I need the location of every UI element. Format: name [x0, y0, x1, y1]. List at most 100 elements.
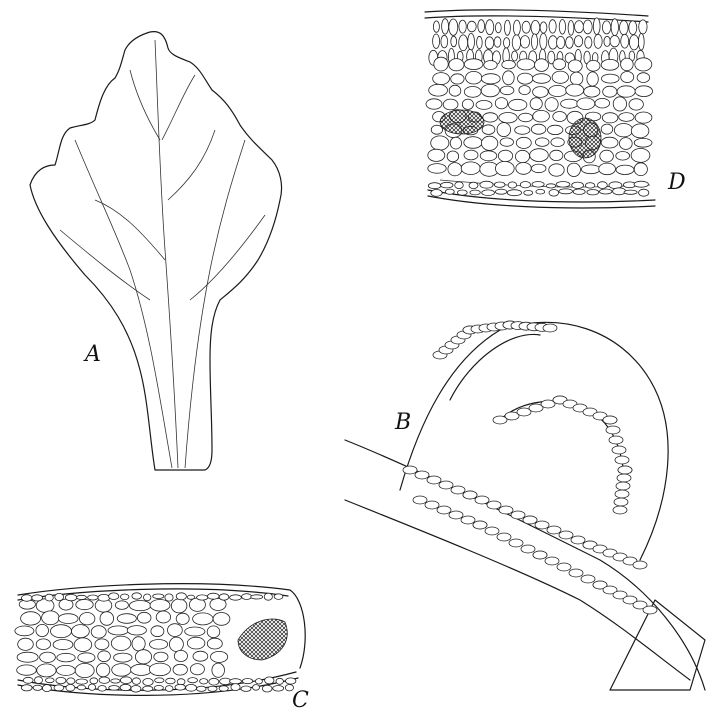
cell-row-2	[643, 606, 657, 614]
cell-row-2	[521, 545, 535, 553]
epidermis-cell	[67, 678, 75, 684]
palisade-cell	[540, 22, 547, 33]
palisade-cell	[629, 21, 637, 35]
epidermis-cell	[482, 190, 495, 196]
palisade-cell	[513, 20, 520, 35]
mesophyll-cell	[72, 625, 90, 638]
cell-row-2	[497, 533, 511, 541]
mesophyll-cell	[150, 600, 170, 612]
epidermis-cell	[556, 182, 570, 188]
mesophyll-cell	[587, 60, 600, 71]
mesophyll-cell	[602, 74, 620, 83]
epidermis-cell	[470, 190, 480, 195]
epidermis-cell	[165, 686, 173, 692]
mesophyll-cell	[602, 113, 618, 123]
epidermis-cell	[230, 595, 242, 600]
mesophyll-cell	[570, 72, 583, 85]
mesophyll-cell	[461, 162, 480, 175]
epidermis-cell	[209, 678, 219, 685]
cell-row-3	[633, 561, 647, 569]
mesophyll-cell	[599, 163, 616, 175]
mesophyll-cell	[535, 138, 549, 147]
mesophyll-cell	[551, 138, 564, 147]
epidermis-cell	[253, 685, 260, 691]
mesophyll-cell	[629, 99, 643, 110]
epidermis-cell	[188, 678, 198, 683]
epidermis-cell	[153, 594, 164, 599]
mesophyll-cell	[156, 611, 170, 623]
mesophyll-cell	[515, 126, 530, 134]
mesophyll-cell	[481, 74, 500, 84]
palisade-cell	[583, 20, 592, 34]
palisade-cell	[629, 35, 638, 50]
palisade-cell	[504, 20, 510, 35]
mesophyll-cell	[15, 626, 34, 636]
epidermis-cell	[66, 684, 75, 691]
mesophyll-cell	[480, 151, 497, 161]
palisade-cell	[477, 36, 483, 48]
epidermis-cell	[65, 594, 77, 600]
cell-row-3	[571, 536, 585, 544]
mesophyll-cell	[149, 663, 170, 676]
palisade-cell	[549, 20, 556, 33]
mesophyll-cell	[515, 150, 529, 162]
epidermis-cell	[143, 686, 153, 691]
cell-row-3	[463, 491, 477, 499]
mesophyll-cell	[621, 72, 634, 83]
cell-row-3	[559, 531, 573, 539]
epidermis-cell	[524, 190, 533, 195]
mesophyll-cell	[535, 59, 549, 72]
mesophyll-cell	[634, 138, 652, 147]
mesophyll-cell	[108, 626, 129, 635]
mesophyll-cell	[168, 624, 183, 637]
epidermis-cell	[21, 685, 32, 691]
epidermis-cell	[78, 685, 86, 690]
palisade-cell	[522, 21, 530, 33]
cell-row-1	[615, 490, 629, 498]
epidermis-cell	[144, 594, 151, 601]
epidermis-cell	[23, 677, 33, 683]
mesophyll-cell	[117, 614, 136, 624]
epidermis-cell	[132, 593, 142, 599]
mesophyll-cell	[495, 161, 514, 175]
mesophyll-cell	[42, 611, 60, 625]
mesophyll-cell	[169, 637, 183, 651]
mesophyll-cell	[207, 638, 222, 649]
palisade-cell	[495, 23, 501, 33]
cell-row-2	[449, 511, 463, 519]
epidermis-cell	[262, 685, 272, 692]
mesophyll-cell	[76, 600, 93, 610]
mesophyll-cell	[621, 58, 634, 71]
epidermis-cell	[546, 184, 555, 188]
palisade-cell	[520, 36, 529, 48]
mesophyll-cell	[613, 97, 626, 111]
cell-row-1	[615, 456, 629, 464]
cell-row-2	[413, 496, 427, 504]
epidermis-cell	[120, 677, 131, 684]
mesophyll-cell	[482, 125, 495, 135]
epidermis-cell	[187, 595, 194, 599]
epidermis-cell	[613, 188, 626, 195]
mesophyll-cell	[447, 151, 459, 162]
epidermis-cell	[200, 679, 208, 684]
cell-row-3	[535, 521, 549, 529]
epidermis-cell	[90, 678, 98, 684]
epidermis-cell	[45, 594, 53, 601]
epidermis-cell	[55, 593, 64, 600]
mesophyll-cell	[617, 86, 635, 97]
epidermis-cell	[559, 189, 573, 194]
epidermis-cell	[42, 685, 51, 692]
mesophyll-cell	[57, 653, 75, 662]
palisade-cell	[639, 20, 647, 34]
mesophyll-cell	[95, 639, 109, 650]
epidermis-cell	[120, 684, 131, 690]
epidermis-cell	[585, 183, 594, 188]
cell-row-2	[437, 506, 451, 514]
mesophyll-cell	[193, 651, 208, 661]
mesophyll-cell	[481, 136, 497, 150]
mesophyll-cell	[499, 113, 517, 123]
mesophyll-cell	[428, 164, 446, 174]
epidermis-cell	[109, 686, 120, 691]
